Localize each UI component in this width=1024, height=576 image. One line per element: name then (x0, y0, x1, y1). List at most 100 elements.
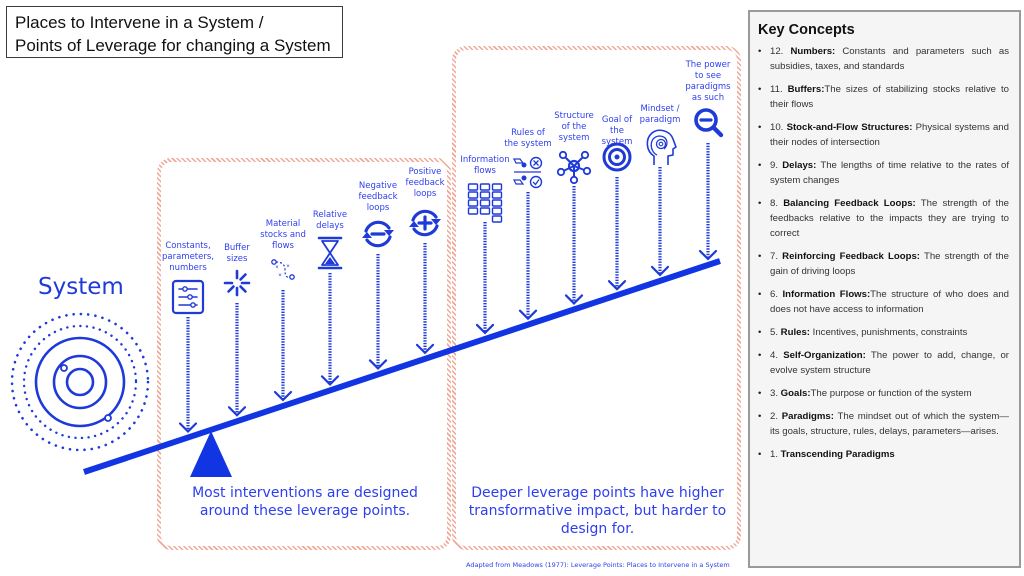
concept-number: 9. (770, 160, 783, 171)
leverage-arrowhead (475, 323, 495, 335)
burst-icon (223, 269, 251, 297)
label-line: Information (460, 155, 510, 165)
leverage-arrowhead (564, 294, 584, 305)
label-line: flows (272, 241, 294, 251)
caption-common-leverage: Most interventions are designed around t… (192, 485, 418, 519)
concept-number: 4. (770, 350, 784, 361)
key-concept-item: 7. Reinforcing Feedback Loops: The stren… (758, 249, 1009, 279)
concept-description: The structure of who does and does not h… (770, 289, 1009, 315)
head-mind-icon (646, 129, 677, 165)
label-line: Positive (408, 167, 442, 177)
key-concept-item: 6. Information Flows:The structure of wh… (758, 287, 1009, 317)
lever-beam (83, 258, 721, 475)
label-line: loops (366, 203, 390, 213)
label-line: delays (316, 221, 344, 231)
concept-description: The purpose or function of the system (810, 388, 972, 399)
label-line: feedback (358, 192, 398, 202)
leverage-arrowhead (178, 422, 198, 434)
concept-term: Stock-and-Flow Structures: (786, 122, 913, 133)
label-line: numbers (169, 263, 207, 273)
concept-number: 1. (770, 449, 781, 460)
deep-leverage-zone (452, 46, 741, 550)
leverage-arrowhead (320, 375, 340, 386)
title-line-2: Points of Leverage for changing a System (15, 36, 331, 55)
source-attribution: Adapted from Meadows (1977): Leverage Po… (466, 561, 730, 569)
leverage-point-label: Constants,parameters,numbers (162, 241, 214, 274)
key-concept-item: 5. Rules: Incentives, punishments, const… (758, 325, 1009, 340)
svg-text:×: × (275, 265, 279, 271)
concept-term: Self-Organization: (783, 350, 866, 361)
concept-number: 5. (770, 327, 781, 338)
concept-description: The sizes of stabilizing stocks relative… (770, 84, 1009, 110)
label-line: as such (691, 93, 725, 103)
caption-deep-leverage: Deeper leverage points have higher trans… (468, 485, 727, 537)
key-concepts-panel: Key Concepts 12. Numbers: Constants and … (748, 10, 1021, 568)
leverage-arrowhead (650, 265, 670, 277)
key-concept-item: 4. Self-Organization: The power to add, … (758, 348, 1009, 378)
leverage-arrowhead (227, 406, 247, 417)
label-line: The power (685, 60, 731, 70)
label-line: Structure (554, 111, 594, 121)
title-box: Places to Intervene in a System / Points… (6, 6, 343, 58)
label-line: system (601, 137, 633, 147)
concept-description: Constants and parameters such as subsidi… (770, 46, 1009, 72)
leverage-arrowhead (368, 359, 388, 371)
title-line-1: Places to Intervene in a System / (15, 13, 264, 32)
fulcrum-triangle (190, 431, 232, 477)
key-concept-item: 8. Balancing Feedback Loops: The strengt… (758, 196, 1009, 241)
concept-number: 7. (770, 251, 783, 262)
concept-term: Delays: (782, 160, 817, 171)
key-concept-item: 9. Delays: The lengths of time relative … (758, 158, 1009, 188)
system-orbit-icon (10, 312, 150, 452)
concept-term: Information Flows: (782, 289, 871, 300)
concept-number: 2. (770, 411, 782, 422)
label-line: Constants, (165, 241, 211, 251)
label-line: Material (265, 219, 301, 229)
key-concepts-list: 12. Numbers: Constants and parameters su… (758, 44, 1009, 462)
concept-description: The strength of the feedbacks relative t… (770, 198, 1009, 239)
minus-cycle-icon (362, 220, 394, 248)
key-concept-item: 10. Stock-and-Flow Structures: Physical … (758, 120, 1009, 150)
concept-description: Incentives, punishments, constraints (810, 327, 968, 338)
label-line: to see (694, 71, 722, 81)
svg-text:×: × (278, 273, 282, 279)
label-line: paradigms (685, 82, 731, 92)
key-concept-item: 12. Numbers: Constants and parameters su… (758, 44, 1009, 74)
concept-number: 6. (770, 289, 783, 300)
label-line: Rules of (511, 128, 545, 138)
key-concept-item: 2. Paradigms: The mindset out of which t… (758, 409, 1009, 439)
concept-description: The lengths of time relative to the rate… (770, 160, 1009, 186)
key-concepts-heading: Key Concepts (758, 22, 855, 38)
leverage-arrowhead (518, 309, 538, 321)
label-line: loops (413, 189, 437, 199)
concept-term: Reinforcing Feedback Loops: (782, 251, 920, 262)
concept-number: 8. (770, 198, 784, 209)
leverage-arrowhead (607, 280, 627, 291)
leverage-point-label: Mindset /paradigm (640, 104, 681, 126)
label-line: system (558, 133, 590, 143)
concept-number: 11. (770, 84, 788, 95)
blocks-grid-icon (467, 183, 503, 223)
rules-icon (513, 156, 543, 189)
network-icon (556, 150, 592, 185)
label-line: parameters, (161, 252, 215, 262)
key-concept-item: 1. Transcending Paradigms (758, 447, 1009, 462)
concept-description: Physical systems and their nodes of inte… (770, 122, 1009, 148)
label-line: stocks and (260, 230, 306, 240)
label-line: feedback (405, 178, 445, 188)
sliders-icon (171, 279, 205, 315)
label-line: flows (474, 166, 496, 176)
label-line: of the (561, 122, 587, 132)
concept-number: 3. (770, 388, 781, 399)
magnifier-icon (694, 108, 724, 138)
